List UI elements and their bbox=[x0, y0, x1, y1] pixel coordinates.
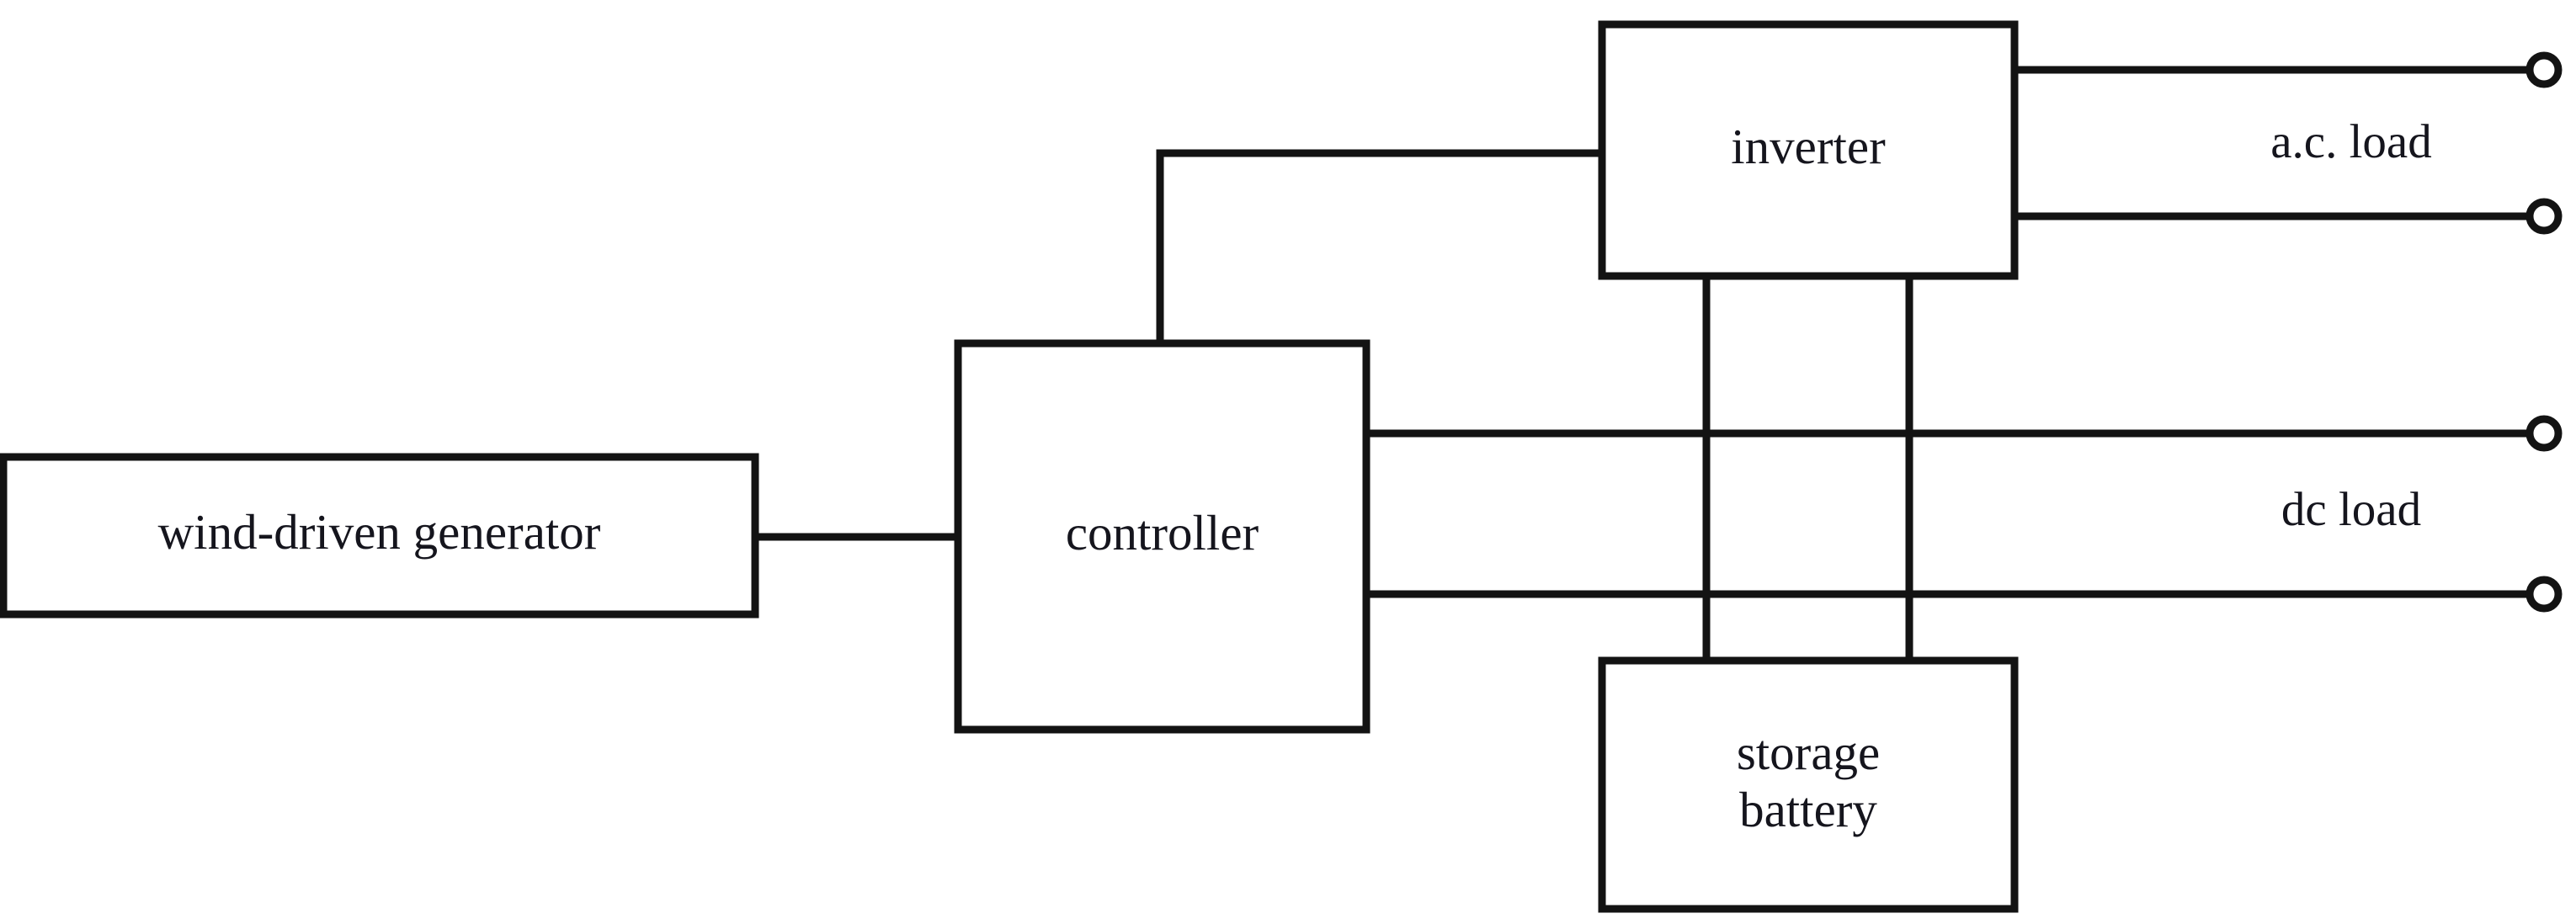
terminal-group bbox=[2525, 51, 2563, 613]
wire-group bbox=[755, 66, 2529, 661]
dc-load-label: dc load bbox=[2281, 483, 2421, 536]
storage-battery-box[interactable] bbox=[1598, 656, 2019, 913]
wind-driven-generator-box[interactable] bbox=[0, 453, 759, 619]
block-controller[interactable]: controller bbox=[954, 339, 1370, 734]
ac-load-terminal-bottom-icon[interactable] bbox=[2525, 198, 2563, 235]
block-storage-battery[interactable]: storage battery bbox=[1598, 656, 2019, 913]
ac-load-terminal-top-icon[interactable] bbox=[2525, 51, 2563, 88]
inverter-box[interactable] bbox=[1598, 20, 2019, 280]
dc-load-terminal-bottom-icon[interactable] bbox=[2525, 576, 2563, 613]
dc-load-terminal-top-icon[interactable] bbox=[2525, 415, 2563, 452]
storage-battery-label-line-2: battery bbox=[1739, 782, 1877, 837]
inverter-label: inverter bbox=[1731, 119, 1886, 174]
controller-label: controller bbox=[1066, 505, 1259, 560]
block-wind-driven-generator[interactable]: wind-driven generator bbox=[0, 453, 759, 619]
block-inverter[interactable]: inverter bbox=[1598, 20, 2019, 280]
wind-driven-generator-label: wind-driven generator bbox=[158, 504, 601, 560]
storage-battery-label-line-1: storage bbox=[1737, 725, 1880, 780]
ac-load-label: a.c. load bbox=[2270, 115, 2431, 168]
controller-box[interactable] bbox=[954, 339, 1370, 734]
wire-controller-to-inverter bbox=[1156, 149, 1602, 343]
